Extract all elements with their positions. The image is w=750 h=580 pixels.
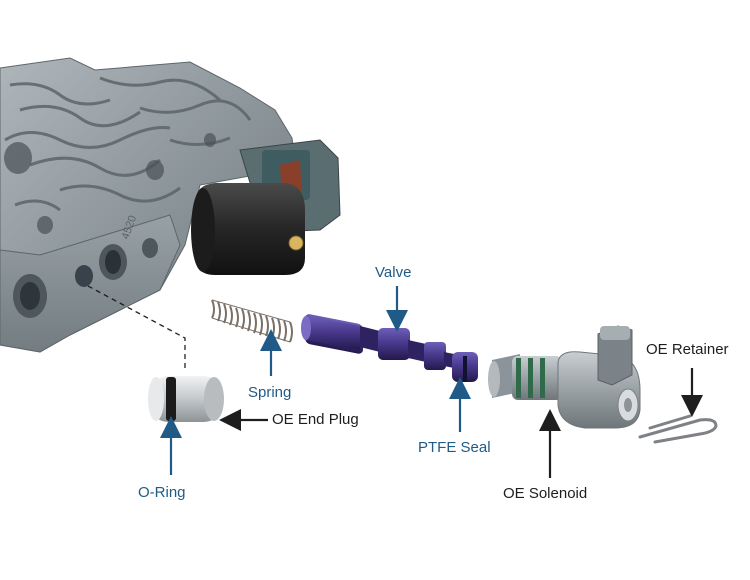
valve-body: 4520	[0, 57, 296, 353]
plug-location-dashed-leader	[87, 285, 186, 372]
spring-label: Spring	[248, 384, 292, 401]
callout-arrows	[160, 286, 703, 478]
valve	[301, 314, 478, 382]
valve-label: Valve	[375, 264, 412, 281]
oe-end-plug-label: OE End Plug	[272, 411, 359, 428]
oe-retainer-label: OE Retainer	[646, 341, 729, 358]
oe-end-plug	[148, 376, 224, 422]
spring	[211, 299, 293, 343]
o-ring-label: O-Ring	[138, 484, 186, 501]
oe-retainer	[638, 414, 718, 444]
oe-solenoid-label: OE Solenoid	[503, 485, 588, 502]
oe-solenoid	[488, 325, 641, 429]
installed-solenoid	[191, 139, 341, 275]
ptfe-seal-label: PTFE Seal	[418, 439, 491, 456]
